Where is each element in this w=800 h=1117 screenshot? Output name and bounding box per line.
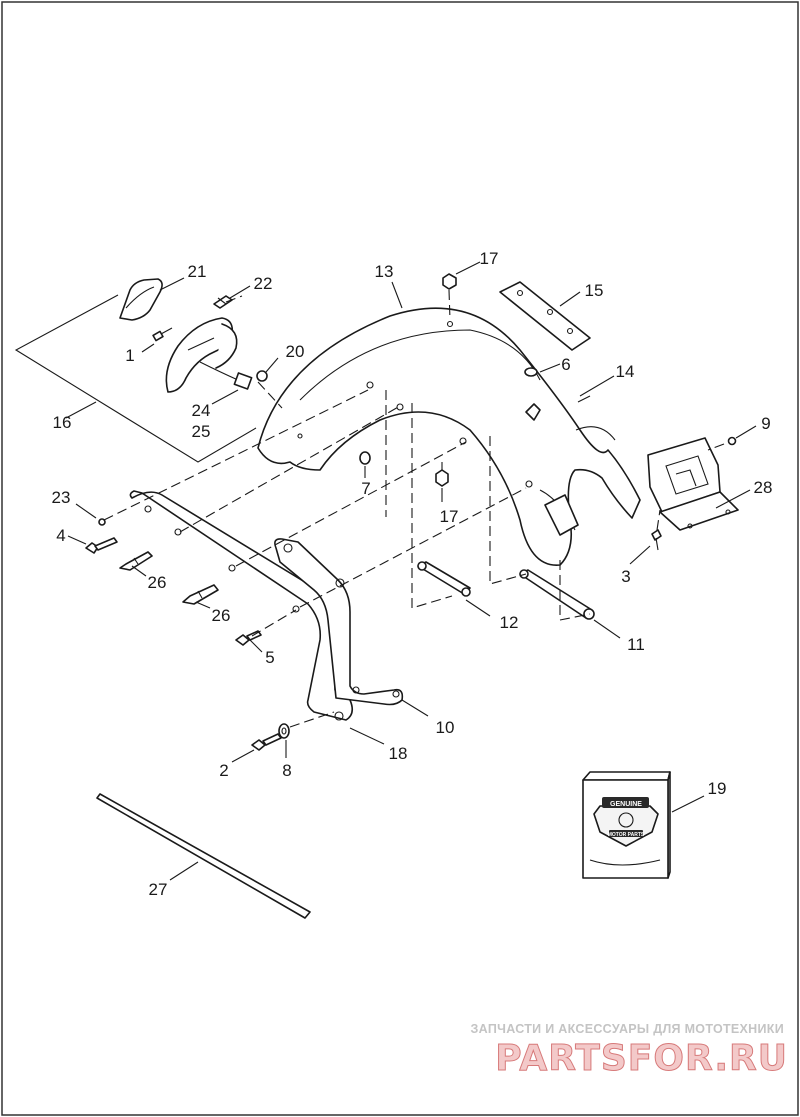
callout-27: 27 [149, 880, 168, 899]
part-screw-1 [152, 327, 173, 342]
callout-4: 4 [56, 526, 65, 545]
callout-26-b: 26 [212, 606, 231, 625]
callout-17-top: 17 [480, 249, 499, 268]
callout-14: 14 [616, 362, 635, 381]
part-screw-3 [651, 529, 662, 551]
part-fender-plate [499, 281, 591, 351]
callout-20: 20 [286, 342, 305, 361]
callout-12: 12 [500, 613, 519, 632]
callout-26-a: 26 [148, 573, 167, 592]
callout-3: 3 [621, 567, 630, 586]
part-stud-26a [119, 551, 153, 571]
part-screw-9 [727, 436, 737, 446]
callout-6: 6 [561, 355, 570, 374]
callout-16: 16 [53, 413, 72, 432]
part-bolt-2 [251, 733, 282, 751]
callout-1: 1 [125, 346, 134, 365]
badge-line1: GENUINE [610, 801, 642, 808]
callout-25: 25 [192, 422, 211, 441]
part-nut-17-lower [435, 469, 449, 487]
genuine-badge-icon [593, 797, 659, 847]
kit-bracket-lines [14, 294, 257, 463]
part-lamp-housing [165, 317, 238, 393]
callout-22: 22 [254, 274, 273, 293]
callout-24: 24 [192, 401, 211, 420]
callout-19: 19 [708, 779, 727, 798]
assembly-lines [103, 289, 725, 728]
part-plug-6 [524, 367, 538, 377]
callout-23: 23 [52, 488, 71, 507]
callout-13: 13 [375, 262, 394, 281]
callout-10: 10 [436, 718, 455, 737]
callout-11: 11 [627, 635, 645, 654]
part-nut-17-top [442, 273, 457, 290]
part-stud-26b [182, 584, 219, 605]
part-connector [199, 361, 253, 390]
watermark-tagline: ЗАПЧАСТИ И АКСЕССУАРЫ ДЛЯ МОТОТЕХНИКИ [471, 1022, 784, 1036]
callout-9: 9 [761, 414, 770, 433]
callout-8: 8 [282, 761, 291, 780]
callout-2: 2 [219, 761, 228, 780]
callout-28: 28 [754, 478, 773, 497]
part-grommet-20 [256, 370, 268, 382]
part-license-bracket [647, 437, 739, 531]
callout-7: 7 [361, 479, 370, 498]
part-rod-11 [519, 569, 595, 620]
part-rear-fender [257, 307, 641, 566]
callout-5: 5 [265, 648, 274, 667]
callout-17-lower: 17 [440, 507, 459, 526]
part-washer-23 [98, 518, 106, 526]
part-trim-strip [96, 793, 311, 919]
part-parts-box: GENUINE MOTOR PARTS [582, 771, 671, 879]
part-support-bracket [274, 538, 404, 706]
part-nut-7 [359, 451, 371, 465]
part-bolt-4 [85, 537, 118, 554]
callout-18: 18 [389, 744, 408, 763]
badge-line2: MOTOR PARTS [608, 832, 645, 838]
part-rod-12 [417, 561, 471, 597]
part-washer-8 [278, 723, 290, 739]
callout-labels: 1 2 3 4 5 6 7 8 9 10 11 12 13 14 15 16 1… [52, 249, 773, 899]
watermark: ЗАПЧАСТИ И АКСЕССУАРЫ ДЛЯ МОТОТЕХНИКИ PA… [471, 1022, 788, 1080]
part-clip-14 [525, 395, 591, 421]
part-lamp-lens [119, 278, 163, 321]
callout-15: 15 [585, 281, 604, 300]
leader-lines [65, 261, 757, 881]
watermark-brand-logo: PARTSFOR.RU [495, 1038, 788, 1079]
callout-21: 21 [188, 262, 207, 281]
